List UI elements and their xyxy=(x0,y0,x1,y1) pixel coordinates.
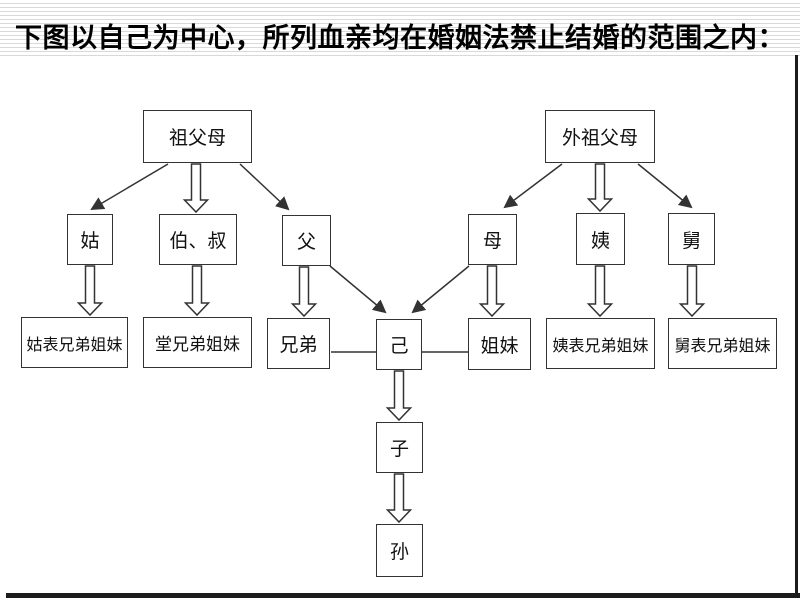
node-father: 父 xyxy=(282,215,331,266)
node-paternal-aunt-cousins: 姑表兄弟姐妹 xyxy=(21,317,128,368)
node-maternal-aunt: 姨 xyxy=(576,213,625,265)
block-arrow-boshu-to-tang xyxy=(183,265,211,317)
node-grandchildren: 孙 xyxy=(376,524,423,577)
arrow-zufumu-to-fu xyxy=(239,163,290,211)
block-arrow-zufumu-to-boshu xyxy=(182,163,210,214)
block-arrow-fu-to-xiongdi xyxy=(290,266,318,318)
node-paternal-aunt: 姑 xyxy=(67,214,113,265)
node-sisters: 姐妹 xyxy=(468,318,531,370)
arrow-zufumu-to-gu xyxy=(90,163,169,211)
block-arrow-mu-to-jiemei xyxy=(478,265,506,318)
slide-shadow-right xyxy=(795,55,798,598)
header-stripes-decoration xyxy=(0,0,800,56)
node-brothers: 兄弟 xyxy=(267,318,330,369)
slide-shadow-bottom xyxy=(6,593,800,598)
block-arrow-yi-to-yibiao xyxy=(586,265,614,318)
node-children: 子 xyxy=(376,422,423,473)
block-arrow-ji-to-zi xyxy=(385,370,413,422)
block-arrow-jiu-to-jiubiao xyxy=(678,265,706,318)
node-mother: 母 xyxy=(468,214,517,265)
node-maternal-uncle-cousins: 舅表兄弟姐妹 xyxy=(668,318,777,369)
arrow-waizufumu-to-jiu xyxy=(637,163,693,209)
node-paternal-grandparents: 祖父母 xyxy=(143,110,252,163)
node-self: 己 xyxy=(376,319,422,370)
block-arrow-gu-to-gubiao xyxy=(76,265,104,317)
arrow-mu-to-ji xyxy=(411,265,470,314)
slide-title: 下图以自己为中心，所列血亲均在婚姻法禁止结婚的范围之内： xyxy=(15,23,785,53)
node-maternal-grandparents: 外祖父母 xyxy=(545,110,655,163)
block-arrow-zi-to-sun xyxy=(385,473,413,524)
block-arrow-waizufumu-to-yi xyxy=(586,163,614,213)
arrow-fu-to-ji xyxy=(329,265,387,314)
node-paternal-uncles: 伯、叔 xyxy=(159,214,237,265)
arrow-waizufumu-to-mu xyxy=(503,163,563,209)
node-paternal-cousins: 堂兄弟姐妹 xyxy=(143,317,252,368)
node-maternal-uncle: 舅 xyxy=(668,213,715,265)
node-maternal-aunt-cousins: 姨表兄弟姐妹 xyxy=(546,318,655,369)
